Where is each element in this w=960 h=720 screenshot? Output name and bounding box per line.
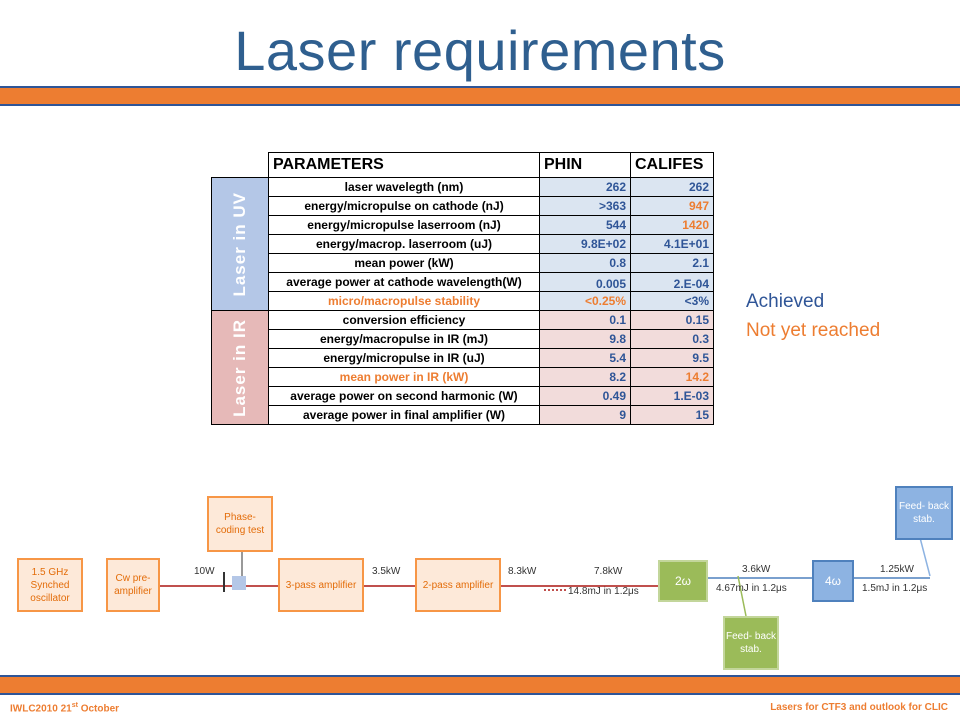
row-param: average power at cathode wavelength(W) — [268, 272, 540, 292]
group-label-ir: Laser in IR — [211, 310, 269, 425]
row-phin-value: 9.8E+02 — [539, 234, 631, 254]
footer-divider-band — [0, 675, 960, 695]
feedback-stab-box-top: Feed- back stab. — [895, 486, 953, 540]
row-phin-value: 0.1 — [539, 310, 631, 330]
row-phin-value: 0.005 — [539, 272, 631, 292]
two-pass-amplifier-box: 2-pass amplifier — [415, 558, 501, 612]
row-califes-value: 262 — [630, 177, 714, 197]
row-califes-value: 15 — [630, 405, 714, 425]
footer-left: IWLC2010 21st October — [10, 702, 119, 714]
power-label-3-6kw: 3.6kW — [742, 564, 771, 575]
power-label-3-5kw: 3.5kW — [372, 566, 401, 577]
row-param: mean power in IR (kW) — [268, 367, 540, 387]
table-row: mean power in IR (kW) 8.2 14.2 — [212, 367, 714, 387]
second-harmonic-box: 2ω — [658, 560, 708, 602]
row-param: average power in final amplifier (W) — [268, 405, 540, 425]
table-row: energy/micropulse on cathode (nJ) >363 9… — [212, 196, 714, 216]
row-phin-value: 262 — [539, 177, 631, 197]
row-param: mean power (kW) — [268, 253, 540, 273]
row-phin-value: 544 — [539, 215, 631, 235]
table-row: energy/micropulse laserroom (nJ) 544 142… — [212, 215, 714, 235]
footer-left-rest: October — [77, 703, 120, 715]
row-phin-value: 0.49 — [539, 386, 631, 406]
energy-label-1-5mj: 1.5mJ in 1.2μs — [862, 583, 928, 594]
header-phin: PHIN — [539, 152, 631, 178]
row-param: energy/micropulse laserroom (nJ) — [268, 215, 540, 235]
row-phin-value: 8.2 — [539, 367, 631, 387]
cw-preamplifier-box: Cw pre- amplifier — [106, 558, 160, 612]
legend-achieved: Achieved — [746, 291, 825, 312]
row-califes-value: 947 — [630, 196, 714, 216]
title-divider-band — [0, 86, 960, 106]
row-phin-value: 9 — [539, 405, 631, 425]
row-param: energy/macropulse in IR (mJ) — [268, 329, 540, 349]
table-row: Laser in UV laser wavelegth (nm) 262 262 — [211, 177, 714, 311]
row-califes-value: 9.5 — [630, 348, 714, 368]
row-param: energy/macrop. laserroom (uJ) — [268, 234, 540, 254]
row-califes-value: 1420 — [630, 215, 714, 235]
page-title: Laser requirements — [234, 19, 726, 82]
row-param: micro/macropulse stability — [268, 291, 540, 311]
header-califes: CALIFES — [630, 152, 714, 178]
table-header-row: PARAMETERS PHIN CALIFES — [211, 152, 714, 178]
row-califes-value: 0.15 — [630, 310, 714, 330]
feedback-arrow-1 — [737, 575, 747, 617]
table-row: micro/macropulse stability <0.25% <3% — [212, 291, 714, 311]
row-califes-value: 2.1 — [630, 253, 714, 273]
row-phin-value: <0.25% — [539, 291, 631, 311]
table-row: average power at cathode wavelength(W) 0… — [212, 272, 714, 292]
row-califes-value: 1.E-03 — [630, 386, 714, 406]
row-califes-value: 14.2 — [630, 367, 714, 387]
table-row: average power on second harmonic (W) 0.4… — [212, 386, 714, 406]
oscillator-box: 1.5 GHz Synched oscillator — [17, 558, 83, 612]
footer-left-sup: st — [71, 702, 78, 709]
table-row: energy/macropulse in IR (mJ) 9.8 0.3 — [212, 329, 714, 349]
energy-label-4-67mj: 4.67mJ in 1.2μs — [716, 583, 787, 594]
row-phin-value: >363 — [539, 196, 631, 216]
table-corner-cell — [211, 152, 269, 178]
table-row: Laser in IR conversion efficiency 0.1 0.… — [211, 310, 714, 425]
power-label-8-3kw: 8.3kW — [508, 566, 537, 577]
power-label-1-25kw: 1.25kW — [880, 564, 914, 575]
table-row: energy/micropulse in IR (uJ) 5.4 9.5 — [212, 348, 714, 368]
phase-coding-box: Phase- coding test — [207, 496, 273, 552]
power-label-10w: 10W — [194, 566, 215, 577]
row-califes-value: 4.1E+01 — [630, 234, 714, 254]
three-pass-amplifier-box: 3-pass amplifier — [278, 558, 364, 612]
header-parameters: PARAMETERS — [268, 152, 540, 178]
row-phin-value: 5.4 — [539, 348, 631, 368]
row-param: average power on second harmonic (W) — [268, 386, 540, 406]
energy-label-14-8mj: 14.8mJ in 1.2μs — [568, 586, 639, 597]
row-param: conversion efficiency — [268, 310, 540, 330]
table-row: energy/macrop. laserroom (uJ) 9.8E+02 4.… — [212, 234, 714, 254]
row-califes-value: 2.E-04 — [630, 272, 714, 292]
requirements-table: PARAMETERS PHIN CALIFES Laser in UV lase… — [211, 152, 714, 425]
row-param: laser wavelegth (nm) — [268, 177, 540, 197]
table-row: mean power (kW) 0.8 2.1 — [212, 253, 714, 273]
legend-not-reached: Not yet reached — [746, 320, 881, 341]
footer-left-main: IWLC2010 21 — [10, 703, 72, 715]
feedback-stab-box-bottom: Feed- back stab. — [723, 616, 779, 670]
row-phin-value: 0.8 — [539, 253, 631, 273]
pulse-picker-box — [232, 576, 246, 590]
row-phin-value: 9.8 — [539, 329, 631, 349]
footer-right: Lasers for CTF3 and outlook for CLIC — [770, 702, 948, 713]
table-row: average power in final amplifier (W) 9 1… — [212, 405, 714, 425]
group-label-uv: Laser in UV — [211, 177, 269, 311]
row-param: energy/micropulse in IR (uJ) — [268, 348, 540, 368]
row-califes-value: <3% — [630, 291, 714, 311]
power-label-7-8kw: 7.8kW — [594, 566, 623, 577]
row-param: energy/micropulse on cathode (nJ) — [268, 196, 540, 216]
fourth-harmonic-box: 4ω — [812, 560, 854, 602]
row-califes-value: 0.3 — [630, 329, 714, 349]
